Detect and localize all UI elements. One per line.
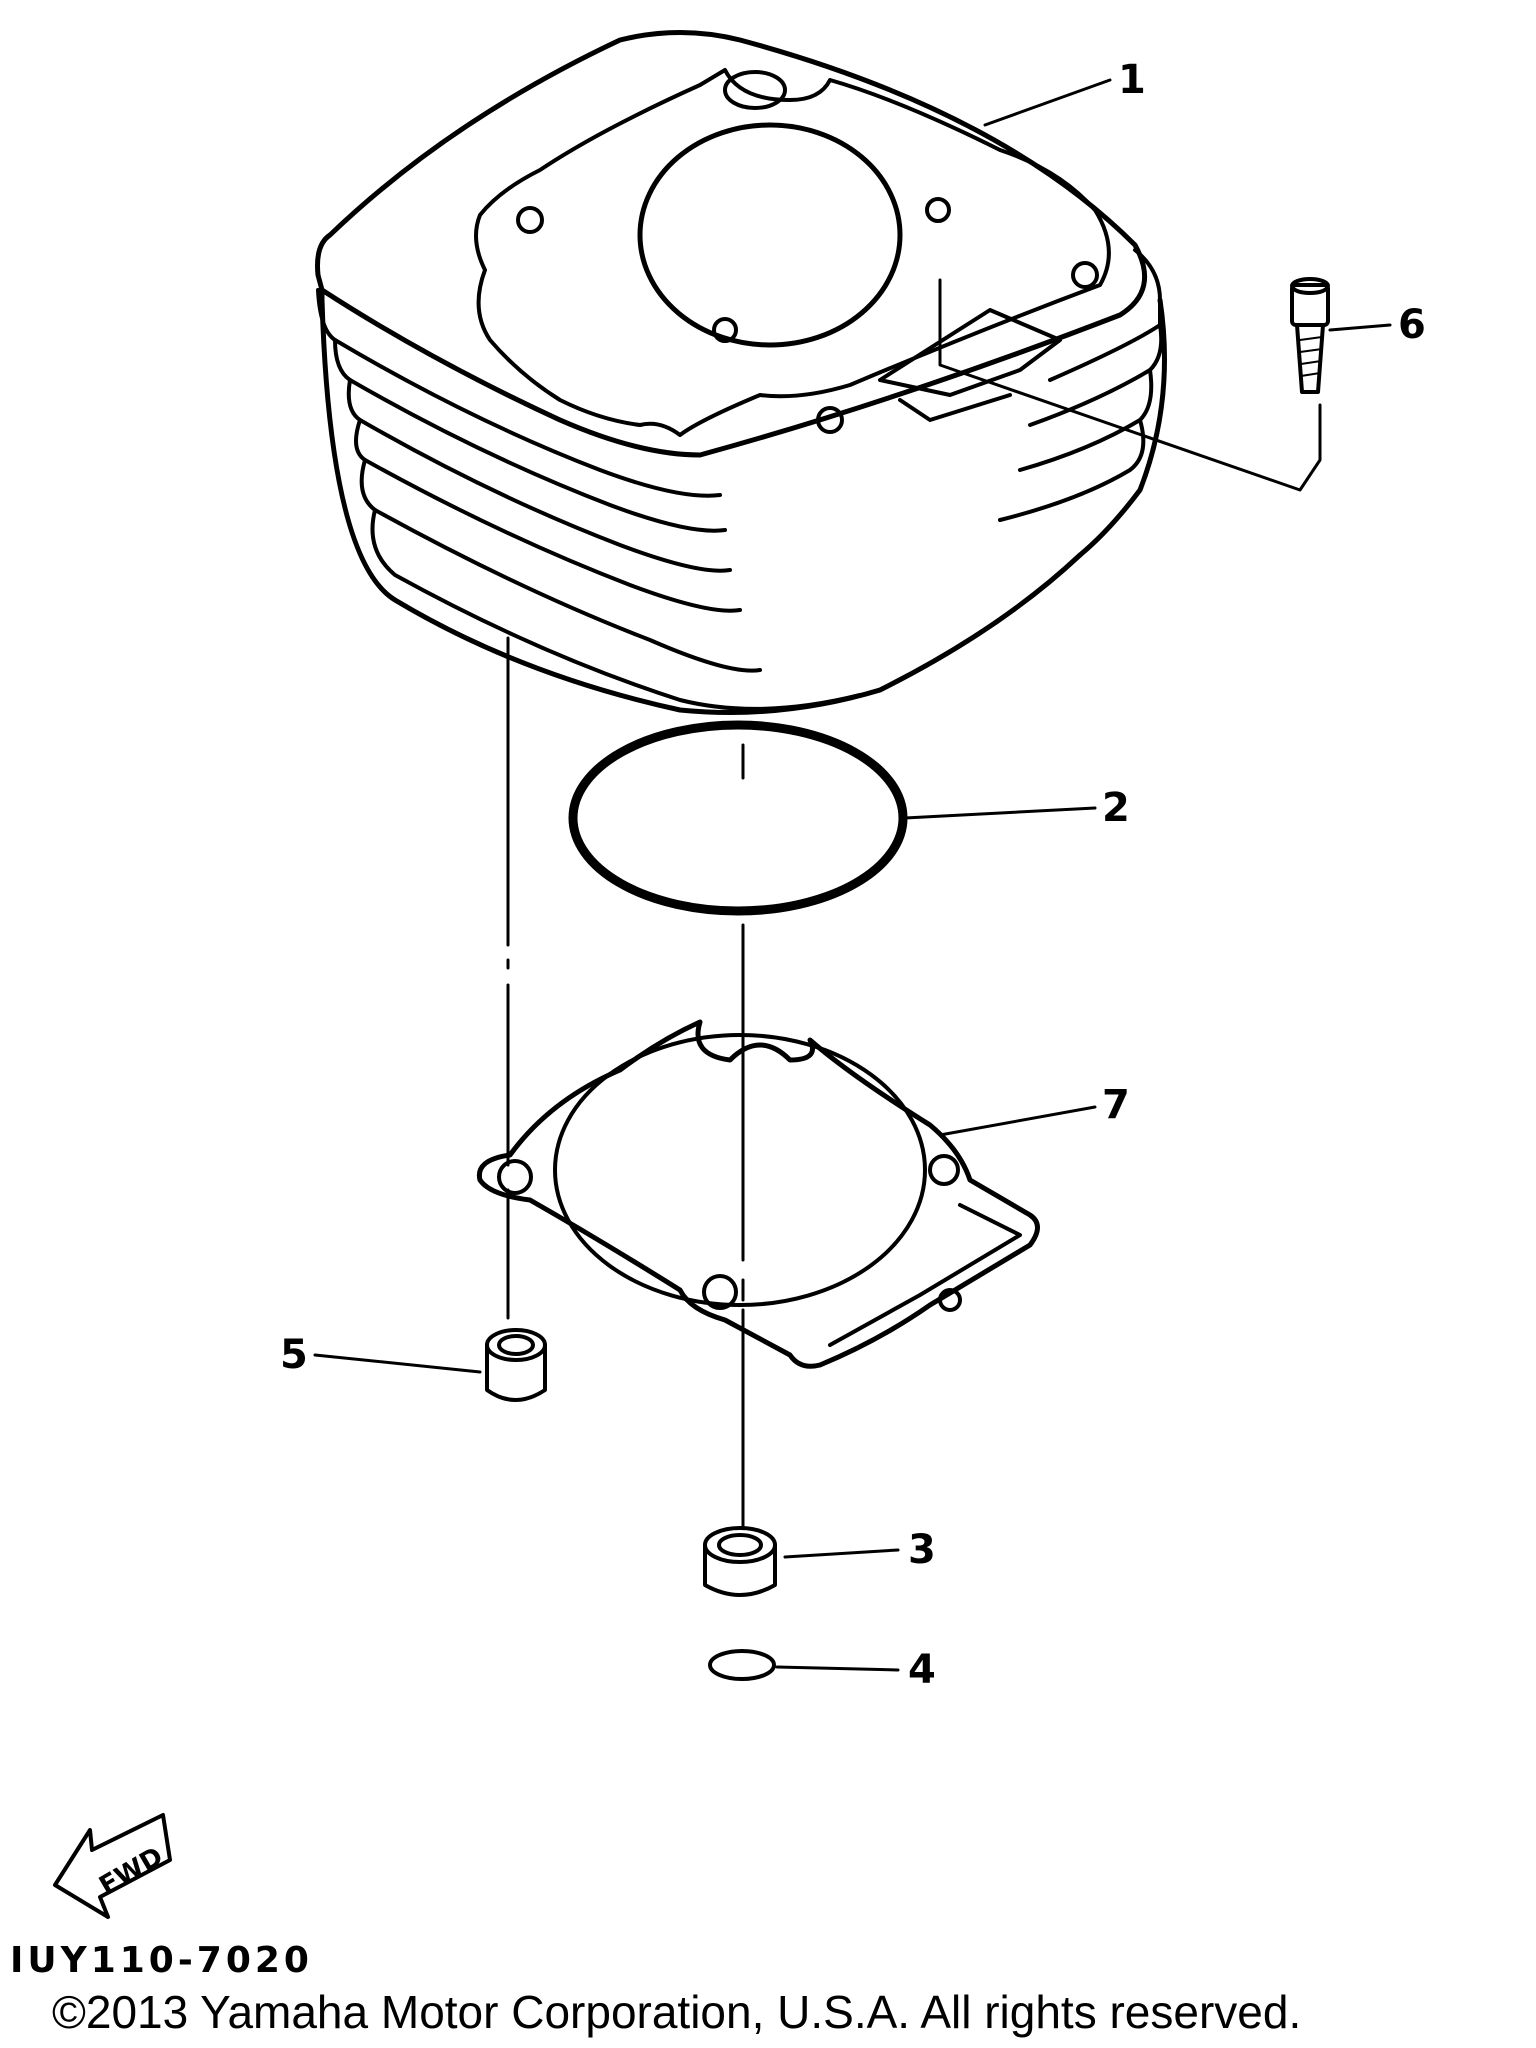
forward-arrow-icon: FWD <box>53 1813 172 1919</box>
callout-6: 6 <box>1398 302 1426 348</box>
callout-7: 7 <box>1102 1082 1130 1128</box>
assembly-center-lines <box>506 278 1322 1530</box>
callout-2: 2 <box>1102 785 1130 831</box>
small-o-ring-part <box>708 1649 776 1681</box>
cylinder-part <box>315 30 1167 715</box>
dowel-pin-left-part <box>485 1328 547 1402</box>
bolt-part <box>1290 277 1330 394</box>
cylinder-base-gasket-part <box>476 1019 1040 1369</box>
callout-5: 5 <box>280 1332 308 1378</box>
leader-lines <box>313 78 1392 1672</box>
copyright-notice: ©2013 Yamaha Motor Corporation, U.S.A. A… <box>52 1986 1302 2038</box>
callout-4: 4 <box>908 1647 936 1693</box>
diagram-code: IUY110-7020 <box>10 1940 313 1981</box>
o-ring-part <box>568 720 908 916</box>
callout-3: 3 <box>908 1527 936 1573</box>
callout-1: 1 <box>1118 57 1146 103</box>
dowel-pin-right-part <box>703 1526 777 1597</box>
